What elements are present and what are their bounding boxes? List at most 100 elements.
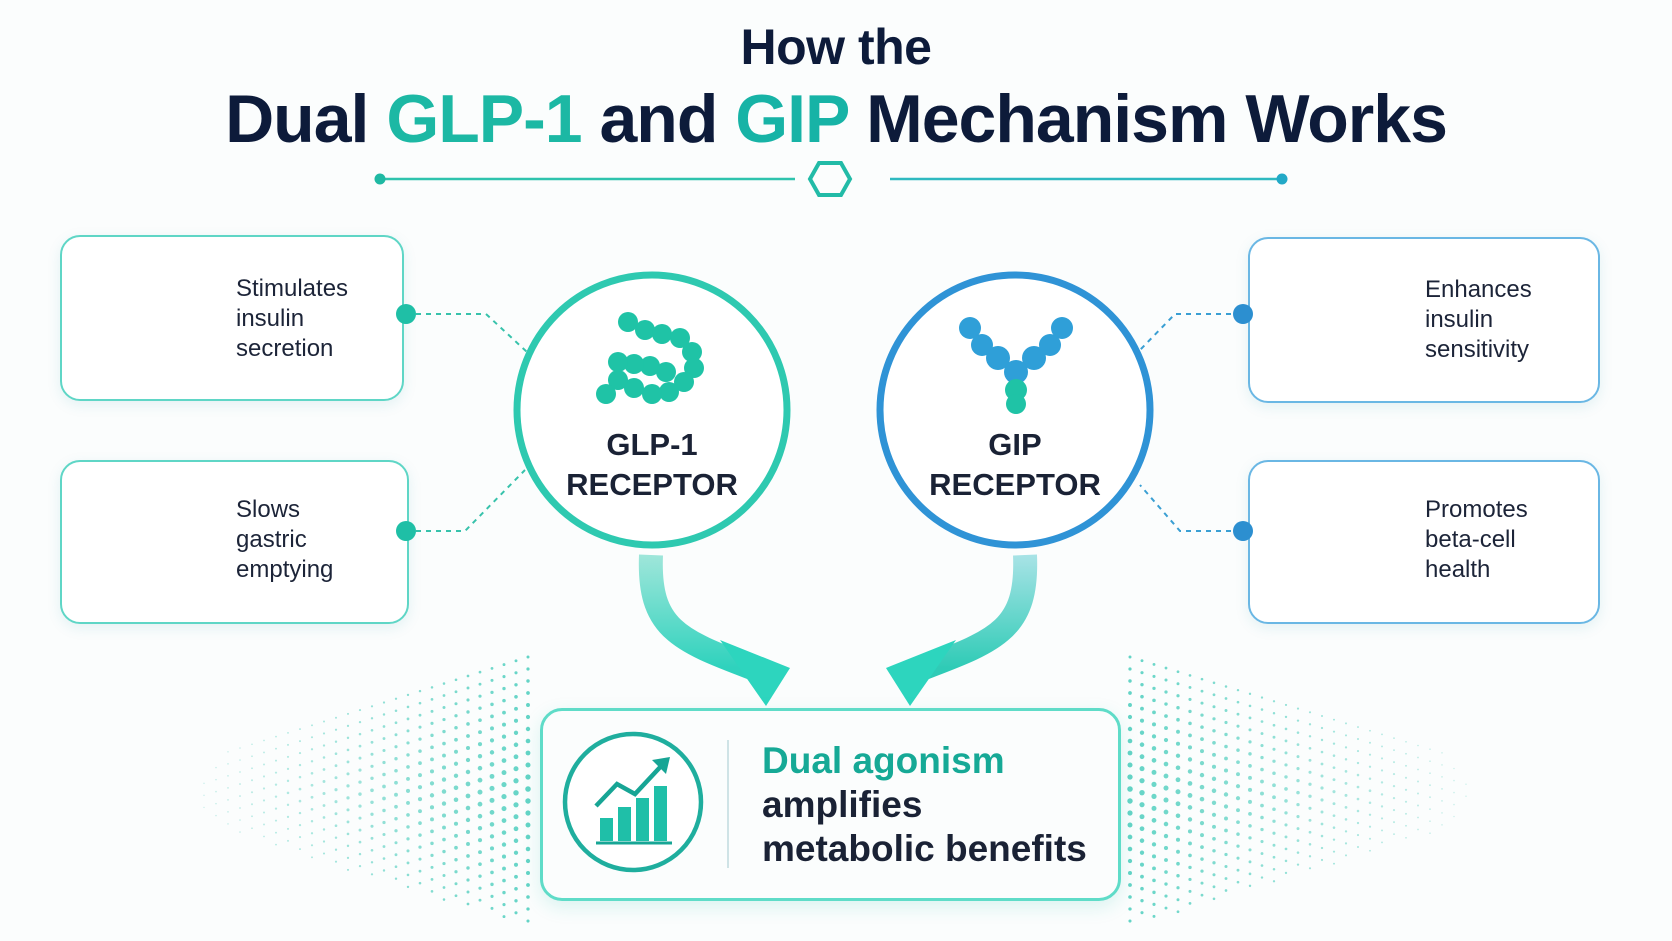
decor-dot bbox=[490, 678, 494, 682]
decor-dot bbox=[1260, 827, 1264, 832]
decor-dot bbox=[526, 895, 530, 899]
decor-dot bbox=[1128, 883, 1132, 887]
decor-dot bbox=[441, 777, 447, 782]
decor-dot bbox=[286, 791, 290, 795]
decor-dot bbox=[358, 852, 362, 856]
decor-dot bbox=[1393, 833, 1395, 836]
decor-dot bbox=[525, 834, 531, 840]
decor-dot bbox=[1284, 727, 1288, 731]
decor-dot bbox=[525, 738, 531, 744]
decor-dot bbox=[502, 866, 506, 871]
decor-dot bbox=[1236, 772, 1240, 777]
decor-dot bbox=[1152, 710, 1156, 715]
decor-dot bbox=[442, 694, 446, 697]
decor-dot bbox=[346, 808, 350, 812]
decor-dot bbox=[335, 716, 337, 719]
decor-dot bbox=[1368, 765, 1372, 768]
decor-dot bbox=[1356, 738, 1360, 741]
decor-dot bbox=[1212, 693, 1216, 697]
decor-dot bbox=[1139, 754, 1145, 760]
decor-dot bbox=[1332, 790, 1336, 794]
decor-dot bbox=[525, 726, 531, 732]
decor-dot bbox=[1175, 789, 1181, 795]
decor-dot bbox=[346, 796, 350, 800]
decor-dot bbox=[1188, 697, 1192, 702]
decor-dot bbox=[298, 836, 302, 839]
decor-dot bbox=[1308, 794, 1312, 798]
decor-dot bbox=[1248, 872, 1252, 876]
decor-dot bbox=[1224, 756, 1228, 761]
decor-dot bbox=[358, 744, 362, 748]
decor-dot bbox=[1369, 849, 1371, 852]
decor-dot bbox=[1188, 709, 1192, 714]
decor-dot bbox=[418, 701, 422, 705]
decor-dot bbox=[358, 780, 362, 784]
decor-dot bbox=[442, 886, 446, 889]
decor-dot bbox=[490, 702, 494, 707]
decor-dot bbox=[418, 809, 422, 814]
decor-dot bbox=[1453, 779, 1455, 782]
decor-dot bbox=[525, 798, 531, 804]
decor-dot bbox=[1356, 833, 1360, 837]
decor-dot bbox=[1176, 717, 1180, 722]
decor-dot bbox=[311, 724, 313, 727]
decor-dot bbox=[1344, 818, 1348, 821]
decor-dot bbox=[405, 788, 411, 793]
decor-dot bbox=[1236, 808, 1240, 813]
decor-dot bbox=[1248, 860, 1252, 864]
decor-dot bbox=[526, 907, 530, 911]
decor-dot bbox=[501, 793, 507, 800]
title-suffix: Mechanism Works bbox=[848, 81, 1448, 157]
decor-dot bbox=[430, 709, 434, 713]
decor-dot bbox=[1380, 793, 1384, 796]
decor-dot bbox=[1441, 752, 1443, 754]
decor-dot bbox=[262, 775, 266, 778]
title-highlight-gip: GIP bbox=[735, 81, 849, 157]
decor-dot bbox=[1224, 685, 1228, 688]
decor-dot bbox=[1260, 864, 1264, 867]
decor-dot bbox=[1212, 849, 1216, 853]
decor-dot bbox=[513, 814, 519, 820]
decor-dot bbox=[1248, 764, 1252, 768]
decor-dot bbox=[1200, 869, 1204, 873]
decor-dot bbox=[1320, 858, 1324, 862]
effect-label: Slows gastric emptying bbox=[236, 496, 334, 583]
decor-dot bbox=[334, 836, 338, 839]
decor-dot bbox=[418, 773, 422, 778]
decor-dot bbox=[1151, 830, 1157, 835]
decor-dot bbox=[1356, 821, 1360, 825]
decor-dot bbox=[525, 774, 531, 780]
decor-dot bbox=[1381, 745, 1383, 748]
decor-dot bbox=[1139, 742, 1145, 747]
decor-dot bbox=[298, 811, 302, 815]
decor-dot bbox=[1308, 746, 1312, 750]
decor-dot bbox=[1127, 762, 1133, 768]
decor-dot bbox=[453, 785, 459, 791]
decor-dot bbox=[489, 762, 495, 767]
decor-dot bbox=[442, 717, 446, 722]
decor-dot bbox=[1260, 732, 1264, 736]
decor-dot bbox=[513, 850, 519, 855]
decor-dot bbox=[227, 823, 229, 825]
decor-dot bbox=[513, 778, 519, 784]
decor-dot bbox=[298, 823, 302, 827]
decor-dot bbox=[382, 820, 386, 825]
decor-dot bbox=[1199, 772, 1205, 778]
decor-dot bbox=[418, 869, 422, 873]
decor-dot bbox=[478, 898, 482, 902]
decor-dot bbox=[1163, 773, 1169, 779]
decor-dot bbox=[262, 799, 266, 802]
decor-dot bbox=[1453, 767, 1455, 770]
decor-dot bbox=[1429, 832, 1431, 834]
decor-dot bbox=[1188, 841, 1192, 846]
decor-dot bbox=[1248, 728, 1252, 732]
decor-dot bbox=[1369, 741, 1371, 744]
decor-dot bbox=[1224, 697, 1228, 700]
decor-dot bbox=[310, 832, 314, 835]
decor-dot bbox=[394, 877, 398, 880]
decor-dot bbox=[1296, 755, 1300, 759]
decor-dot bbox=[454, 845, 458, 850]
decor-dot bbox=[370, 729, 374, 732]
decor-dot bbox=[1272, 735, 1276, 739]
decor-dot bbox=[1272, 712, 1276, 715]
